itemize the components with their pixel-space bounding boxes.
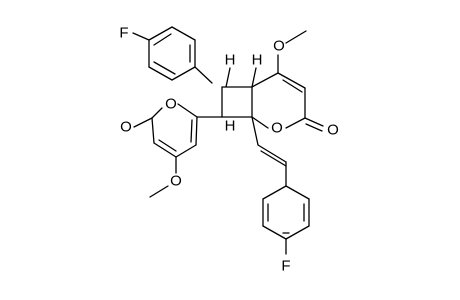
bond-h-c5 — [251, 67, 257, 88]
atom-label-h-c6: H — [225, 52, 236, 69]
atom-label-h-c7: H — [225, 118, 236, 135]
cyclobutane-ring — [221, 86, 253, 118]
bicyclic-pyranone-ring — [251, 72, 324, 132]
atom-label-o-ring-pyranone: O — [165, 96, 177, 113]
atom-label-o-ring-bicyclic: O — [271, 120, 283, 137]
fluorophenyl-bottom — [262, 185, 310, 255]
atom-label-h-c5: H — [252, 52, 263, 69]
pyranone-left-ring — [133, 103, 223, 198]
methoxy-top — [277, 30, 307, 74]
atom-label-o-methoxy-top: O — [273, 38, 285, 55]
atom-label-o-carbonyl-pyranone: O — [120, 119, 132, 136]
bond-phenyl-c6 — [194, 66, 213, 84]
fluorophenyl-top — [132, 26, 196, 81]
atom-label-f-bottom: F — [281, 258, 290, 275]
atom-label-o-methoxy-bottom: O — [170, 173, 182, 190]
atom-label-o-carbonyl-bicyclic: O — [327, 122, 339, 139]
bond-h-c6 — [225, 67, 231, 88]
atom-label-f-top: F — [119, 25, 128, 42]
styryl-chain — [251, 116, 287, 187]
